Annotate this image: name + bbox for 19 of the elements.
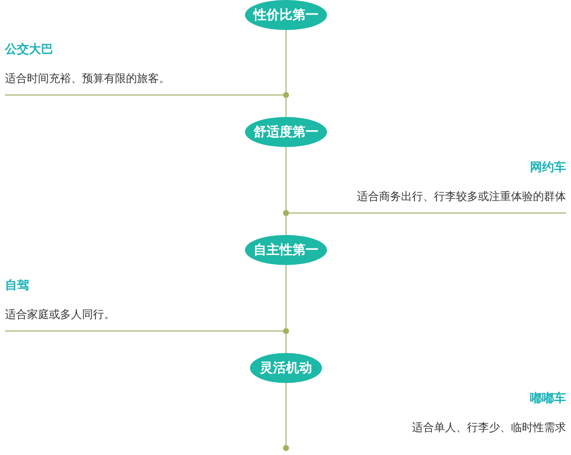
milestone-oval: 灵活机动 <box>250 353 322 383</box>
timeline-dot <box>283 445 289 451</box>
option-description: 适合家庭或多人同行。 <box>5 307 115 322</box>
milestone-oval: 自主性第一 <box>245 235 327 265</box>
milestone-oval: 性价比第一 <box>245 0 327 30</box>
option-description: 适合单人、行李少、临时性需求 <box>412 420 566 435</box>
connector-line <box>288 212 566 214</box>
option-description: 适合商务出行、行李较多或注重体验的群体 <box>357 189 566 204</box>
timeline-dot <box>283 92 289 98</box>
connector-line <box>4 330 284 332</box>
option-description: 适合时间充裕、预算有限的旅客。 <box>5 71 170 86</box>
option-title: 网约车 <box>530 159 566 176</box>
timeline-dot <box>283 210 289 216</box>
milestone-oval: 舒适度第一 <box>245 117 327 147</box>
option-title: 公交大巴 <box>5 41 53 58</box>
option-title: 自驾 <box>5 277 29 294</box>
option-title: 嘟嘟车 <box>530 390 566 407</box>
timeline-dot <box>283 328 289 334</box>
connector-line <box>4 94 284 96</box>
